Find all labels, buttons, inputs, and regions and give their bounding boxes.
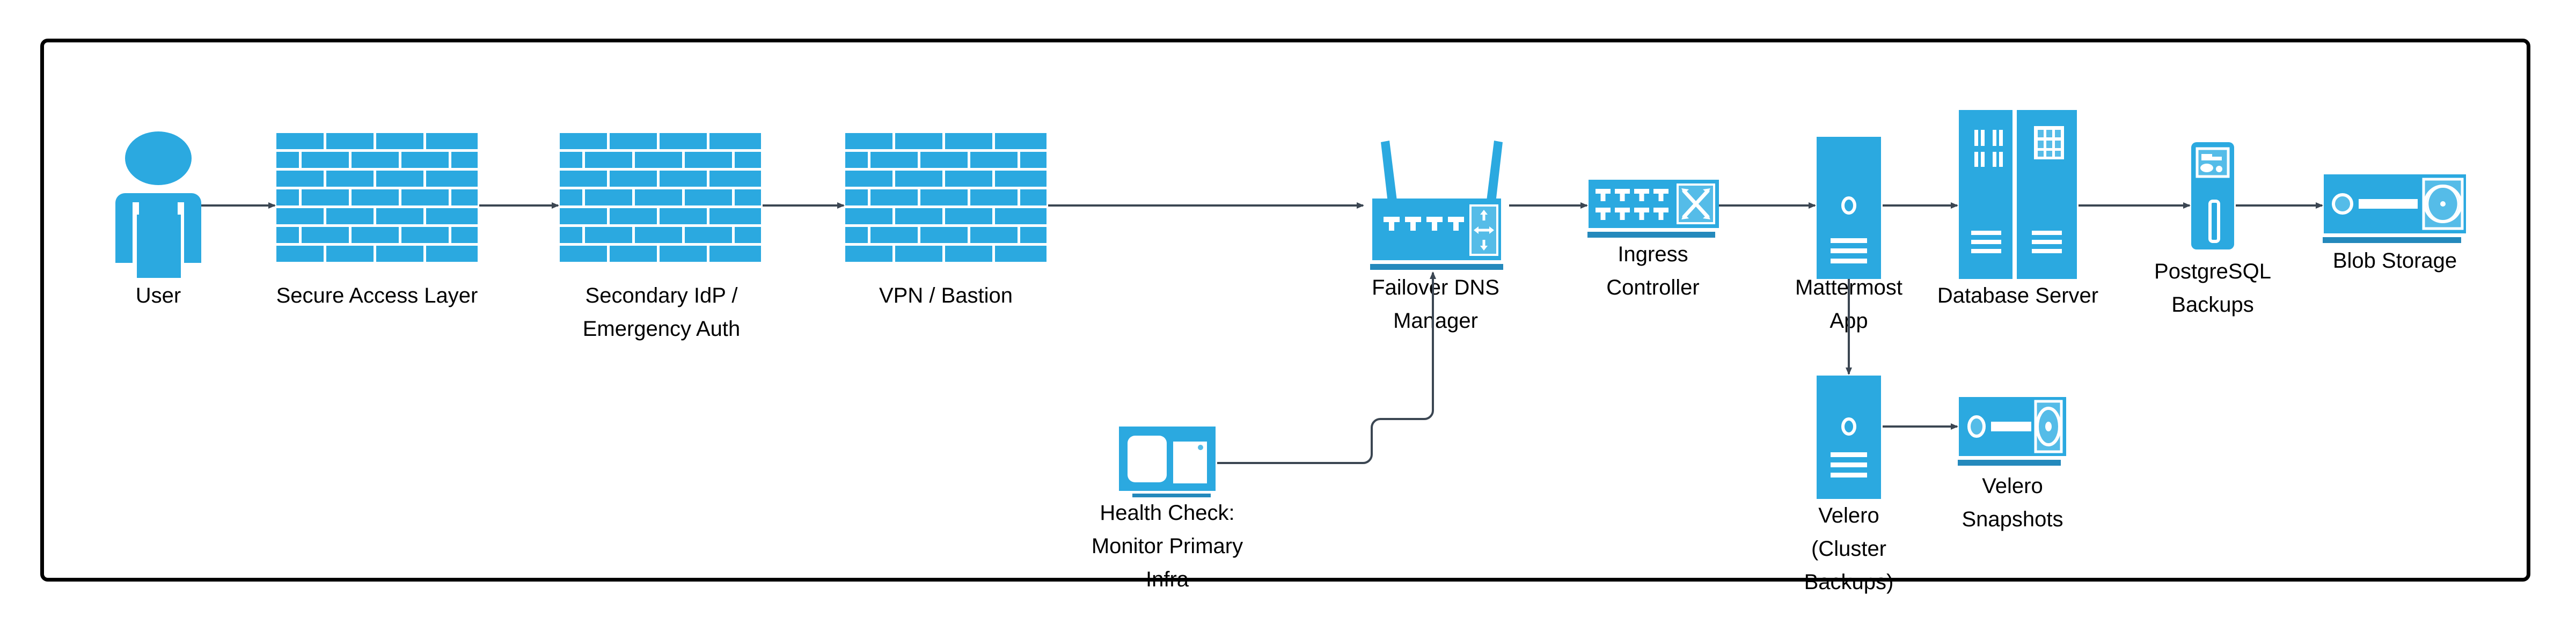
diagram-frame bbox=[40, 39, 2530, 582]
node-label-secondary-idp: Secondary IdP / Emergency Auth bbox=[582, 284, 741, 341]
node-label-database: Database Server bbox=[1937, 284, 2099, 307]
node-label-ingress: Ingress Controller bbox=[1606, 242, 1700, 299]
server-tower-icon-mattermost[interactable] bbox=[1817, 137, 1881, 279]
node-label-vpn-bastion: VPN / Bastion bbox=[879, 284, 1013, 307]
node-label-velero: Velero (Cluster Backups) bbox=[1804, 504, 1894, 594]
firewall-brick-icon-secure-access[interactable] bbox=[276, 133, 478, 262]
node-label-health-check: Health Check: Monitor Primary Infra bbox=[1091, 501, 1243, 591]
disk-storage-icon-velero-snapshots[interactable] bbox=[1958, 397, 2066, 466]
node-label-failover-dns: Failover DNS Manager bbox=[1372, 276, 1499, 333]
node-label-user: User bbox=[135, 284, 181, 307]
node-label-blob-storage: Blob Storage bbox=[2332, 249, 2457, 273]
node-label-postgres-backups: PostgreSQL Backups bbox=[2154, 260, 2271, 317]
disk-storage-icon-blob[interactable] bbox=[2323, 174, 2466, 243]
node-label-velero-snapshots: Velero Snapshots bbox=[1962, 474, 2063, 531]
database-rack-icon[interactable] bbox=[1959, 110, 2077, 279]
node-label-mattermost: Mattermost App bbox=[1795, 276, 1903, 333]
wireless-router-icon[interactable] bbox=[1370, 141, 1503, 270]
node-label-secure-access: Secure Access Layer bbox=[276, 284, 478, 307]
network-switch-icon[interactable] bbox=[1587, 180, 1719, 238]
firewall-brick-icon-secondary-idp[interactable] bbox=[560, 133, 761, 262]
server-tower-icon-velero[interactable] bbox=[1817, 376, 1881, 499]
backup-tower-icon[interactable] bbox=[2191, 142, 2234, 249]
user-person-icon[interactable] bbox=[115, 131, 201, 278]
monitoring-device-icon[interactable] bbox=[1119, 427, 1216, 497]
firewall-brick-icon-vpn-bastion[interactable] bbox=[845, 133, 1046, 262]
